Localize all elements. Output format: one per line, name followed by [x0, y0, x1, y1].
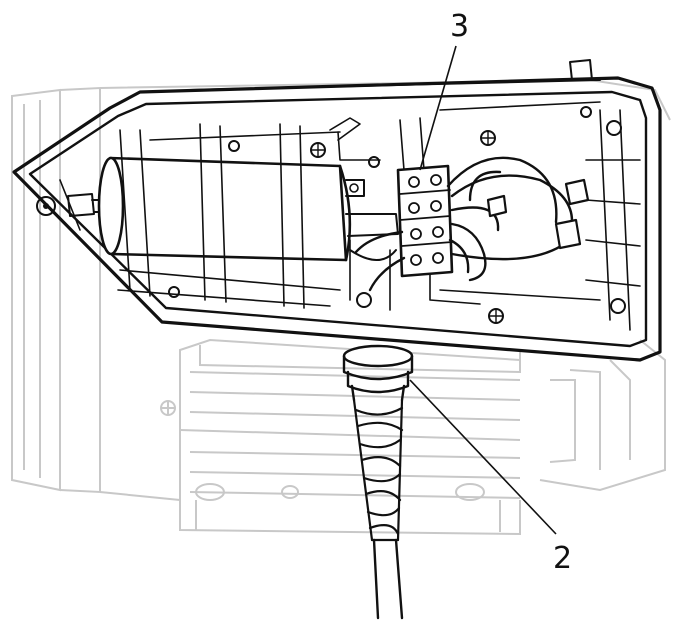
leader-line-2	[409, 379, 557, 535]
callout-number-3: 3	[450, 9, 469, 44]
screw-icon	[310, 142, 326, 158]
terminal-box-inner-rim	[28, 90, 648, 348]
screw-icon	[356, 292, 372, 308]
screw-icon	[580, 106, 592, 118]
screw-icon	[228, 140, 240, 152]
screw-icon	[168, 286, 180, 298]
power-cable	[372, 538, 404, 620]
cable-sleeve	[352, 398, 404, 542]
capacitor	[97, 156, 365, 262]
motor-body-ghost	[11, 78, 671, 536]
nose-screw-icon	[36, 196, 56, 216]
mounting-screws	[168, 106, 626, 324]
leader-line-3	[419, 45, 457, 171]
screw-icon	[606, 120, 622, 136]
terminal-box-outer-shell	[12, 76, 662, 362]
screw-icon	[610, 298, 626, 314]
screw-icon	[488, 308, 504, 324]
callout-leaders	[409, 45, 557, 535]
terminal-block	[396, 164, 454, 278]
cable-gland	[342, 344, 414, 402]
screw-icon	[480, 130, 496, 146]
wiring-harness	[354, 156, 576, 292]
terminal-box	[12, 59, 662, 620]
callout-number-2: 2	[553, 541, 572, 576]
screw-icon	[368, 156, 380, 168]
